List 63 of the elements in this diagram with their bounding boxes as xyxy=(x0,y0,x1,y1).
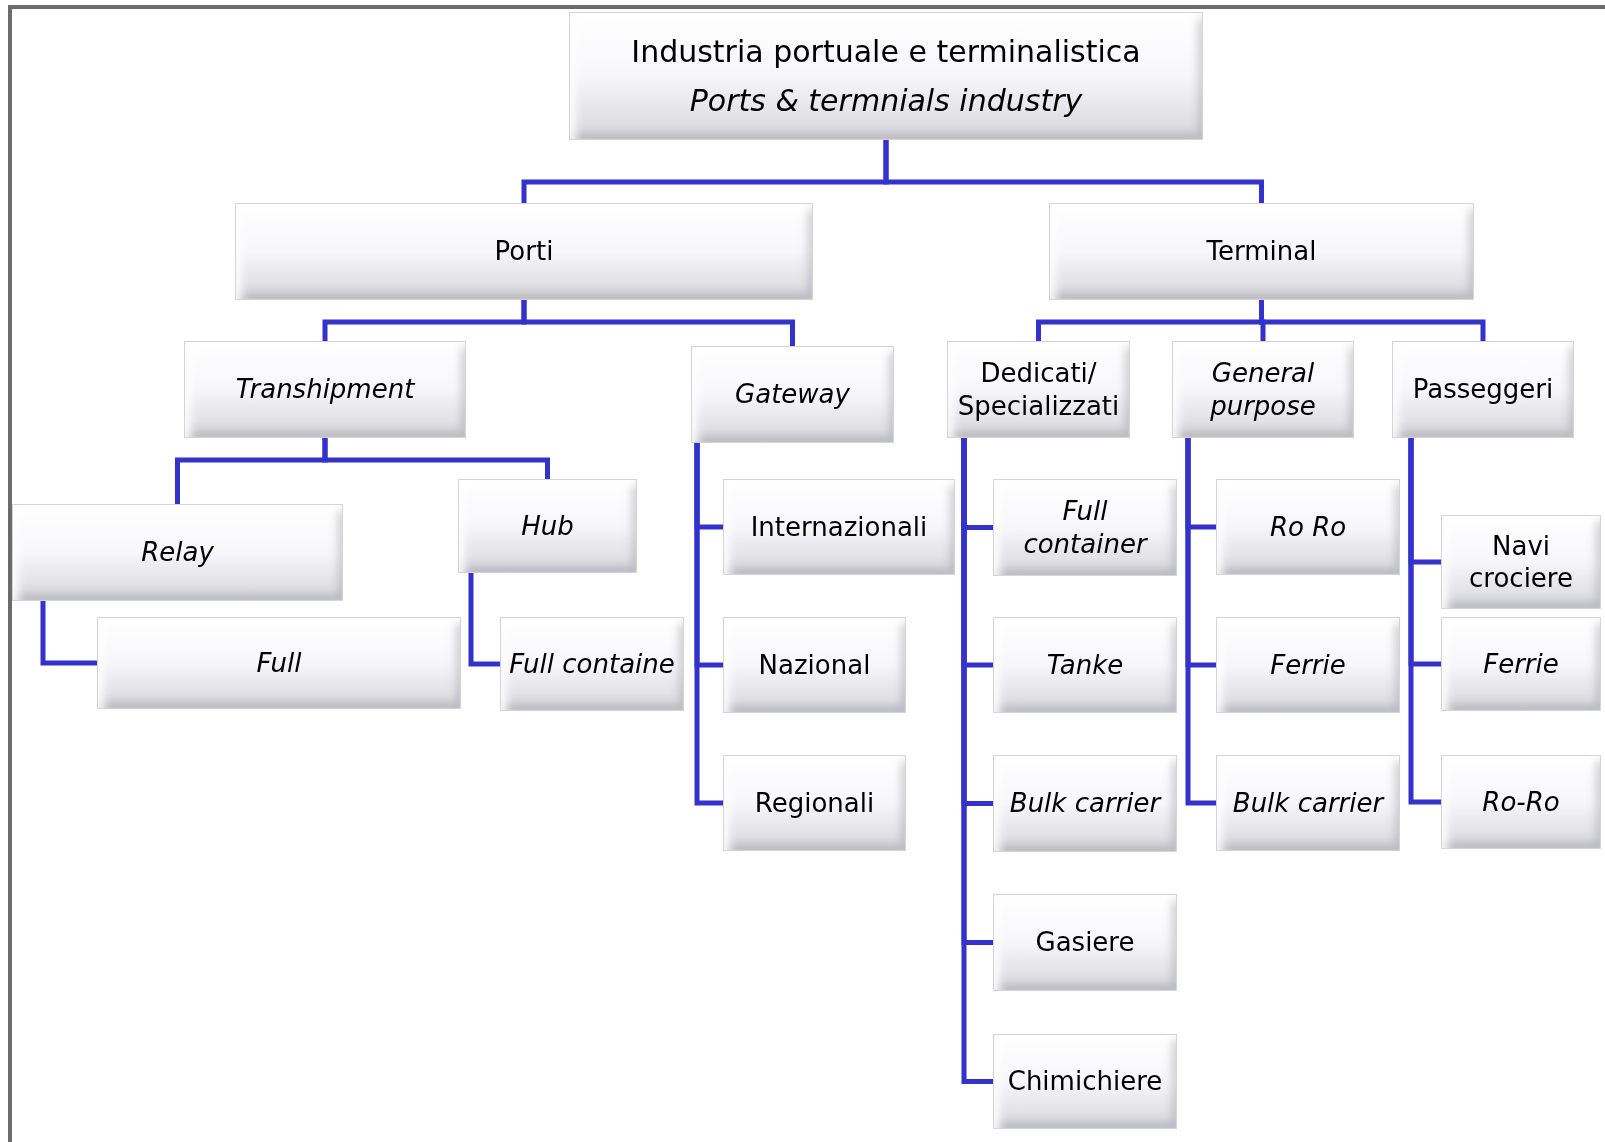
node-label: Ro-Ro xyxy=(1482,785,1560,819)
process-box xyxy=(947,341,1130,438)
process-box xyxy=(993,894,1177,991)
node-label: Passeggeri xyxy=(1412,373,1554,406)
process-box xyxy=(569,12,1203,140)
process-box xyxy=(723,479,955,575)
process-box xyxy=(1441,617,1601,711)
node-label: Hub xyxy=(521,509,574,543)
node-label: Dedicati/ Specializzati xyxy=(956,357,1121,422)
connector-line xyxy=(40,601,97,666)
node-label: Gasiere xyxy=(1035,926,1135,959)
connector-line xyxy=(1185,438,1216,806)
node-label: Bulk carrier xyxy=(1009,787,1161,820)
node-label: Transhipment xyxy=(235,373,415,406)
node-label: Full container xyxy=(1022,495,1149,560)
process-box xyxy=(723,755,906,851)
node-label: Industria portuale e terminalistica xyxy=(631,32,1141,70)
subtitle-text: Ports & termnials industry xyxy=(689,82,1083,120)
process-box xyxy=(1441,755,1601,849)
process-box xyxy=(1392,341,1574,438)
node-label: Full containe xyxy=(509,647,675,681)
process-box xyxy=(12,504,343,601)
process-box xyxy=(993,617,1177,713)
process-box xyxy=(1441,515,1601,609)
process-box xyxy=(1049,203,1474,300)
process-box xyxy=(1216,617,1400,713)
process-box xyxy=(691,346,894,443)
node-label: Porti xyxy=(494,235,554,268)
process-box xyxy=(993,755,1177,852)
connector-line xyxy=(521,300,795,346)
node-label: Ferrie xyxy=(1270,648,1346,682)
connector-line xyxy=(468,573,500,667)
process-box xyxy=(184,341,466,438)
node-label: Nazional xyxy=(758,648,871,682)
node-label: Terminal xyxy=(1206,235,1317,268)
process-box xyxy=(500,617,684,711)
process-box xyxy=(723,617,906,713)
process-box xyxy=(1216,479,1400,575)
node-label: Bulk carrier xyxy=(1232,786,1384,820)
process-box xyxy=(993,479,1177,576)
node-label: General purpose xyxy=(1209,357,1317,422)
node-label: Tanke xyxy=(1046,648,1124,682)
process-box xyxy=(1172,341,1354,438)
connector-line xyxy=(883,140,1264,203)
node-label: Relay xyxy=(141,536,214,569)
connector-line xyxy=(1259,300,1486,341)
process-box xyxy=(993,1034,1177,1129)
process-box xyxy=(235,203,813,300)
connector-line xyxy=(322,438,550,479)
node-label: Internazionali xyxy=(750,510,928,544)
node-label: Ro Ro xyxy=(1269,510,1347,544)
connector-line xyxy=(694,443,723,806)
node-label: Ferrie xyxy=(1483,647,1559,681)
process-box xyxy=(1216,755,1400,851)
node-label: Gateway xyxy=(735,378,850,411)
process-box xyxy=(458,479,637,573)
node-label: Chimichiere xyxy=(1007,1065,1163,1098)
process-box xyxy=(97,617,461,709)
connector-line xyxy=(961,438,993,1084)
connector-line xyxy=(1408,438,1441,805)
node-label: Navi crociere xyxy=(1468,529,1574,595)
node-label: Regionali xyxy=(754,786,875,820)
node-label: Full xyxy=(256,646,302,680)
